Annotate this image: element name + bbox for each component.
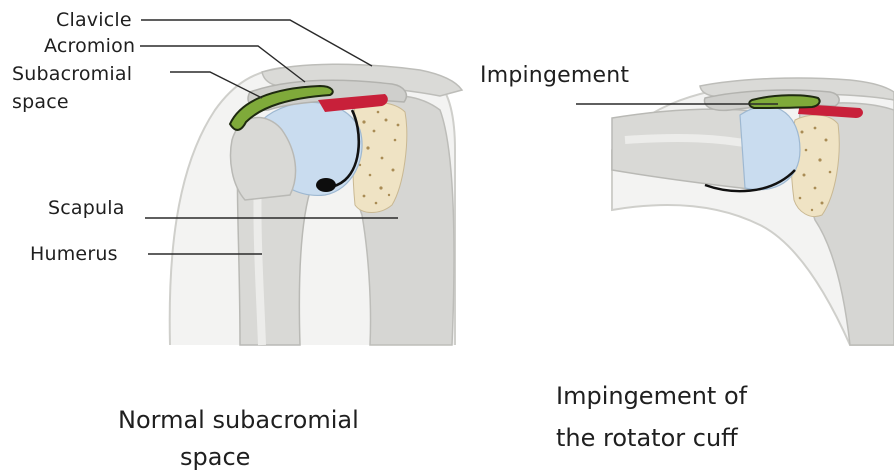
- label-impingement: Impingement: [480, 63, 629, 88]
- impingement-shoulder-illustration: [612, 78, 894, 345]
- label-clavicle: Clavicle: [56, 9, 132, 31]
- label-subacromial-line2: space: [12, 91, 69, 113]
- caption-normal-line2: space: [180, 443, 250, 471]
- clavicle-leader: [141, 20, 372, 66]
- humerus-highlight: [257, 175, 262, 345]
- humeral-head-cartilage-right: [740, 106, 800, 190]
- label-humerus: Humerus: [30, 243, 118, 265]
- label-acromion: Acromion: [44, 35, 135, 57]
- normal-shoulder-illustration: [170, 64, 462, 345]
- labrum: [316, 178, 336, 192]
- caption-impingement-line1: Impingement of: [556, 382, 748, 410]
- caption-impingement-line2: the rotator cuff: [556, 424, 738, 452]
- label-scapula: Scapula: [48, 197, 125, 219]
- caption-normal-line1: Normal subacromial: [118, 406, 359, 434]
- label-subacromial-line1: Subacromial: [12, 63, 132, 85]
